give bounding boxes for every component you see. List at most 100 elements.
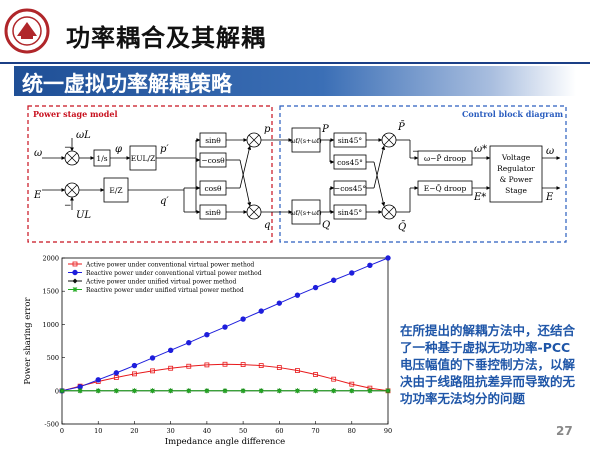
data-point	[385, 255, 391, 261]
block-eul-z: EUL/Z	[131, 154, 156, 163]
block-neg-cos45: −cos45°	[334, 184, 366, 193]
power-stage-box	[27, 105, 273, 243]
signal-q-prime: q′	[160, 196, 169, 207]
y-tick-label: 0	[55, 387, 59, 395]
x-tick-label: 60	[275, 427, 283, 435]
data-point	[385, 388, 391, 394]
data-point	[295, 368, 300, 373]
data-point	[222, 388, 228, 394]
signal-omega: ω	[34, 148, 42, 159]
power-stage-label: Power stage model	[33, 109, 118, 119]
data-point	[72, 287, 78, 292]
control-label: Control block diagram	[462, 109, 564, 119]
data-point	[222, 361, 228, 367]
y-tick-label: 1500	[42, 288, 59, 296]
data-point	[204, 388, 210, 394]
data-point	[131, 362, 138, 369]
data-point	[72, 278, 78, 284]
control-box	[279, 105, 567, 243]
signal-phi: φ	[115, 144, 122, 155]
data-point	[204, 331, 210, 338]
data-point	[113, 370, 120, 376]
signal-P: P	[321, 124, 329, 135]
data-point	[95, 377, 101, 383]
chart-xlabel: Impedance angle difference	[165, 437, 285, 447]
data-point	[313, 372, 318, 377]
x-tick-label: 20	[130, 427, 138, 435]
vr-line-3: & Power	[500, 175, 533, 184]
block-e-z: E/Z	[109, 186, 122, 195]
data-point	[276, 388, 282, 394]
data-point	[131, 388, 137, 394]
data-point	[312, 284, 319, 291]
data-point	[367, 262, 373, 269]
x-tick-label: 90	[384, 427, 392, 435]
vr-line-4: Stage	[505, 186, 527, 195]
signal-Qbar: Q̄	[398, 221, 406, 233]
legend-label: Reactive power under conventional virtua…	[86, 270, 262, 277]
x-tick-label: 70	[311, 427, 319, 435]
signal-omega-l: ωL	[76, 130, 91, 141]
y-tick-label: 500	[47, 354, 59, 362]
page-number: 27	[556, 424, 573, 438]
data-point	[294, 388, 300, 394]
data-point	[331, 376, 337, 382]
page-title: 功率耦合及其解耦	[66, 24, 266, 52]
data-point	[150, 368, 155, 374]
data-point	[186, 388, 192, 394]
data-point	[276, 300, 283, 306]
data-point	[59, 388, 65, 394]
x-tick-label: 0	[60, 427, 64, 435]
block-sin45-b: sin45°	[338, 208, 363, 217]
y-tick-label: -500	[44, 421, 59, 429]
chart-ylabel: Power sharing error	[23, 296, 33, 384]
data-point	[240, 362, 246, 367]
data-point	[204, 362, 210, 368]
block-sin-theta: sinθ	[205, 136, 221, 145]
data-point	[132, 371, 137, 377]
data-point	[168, 365, 174, 371]
data-point	[186, 339, 192, 346]
block-sin-theta-2: sinθ	[205, 208, 221, 217]
y-tick-label: 2000	[42, 255, 59, 263]
chart-plot-area	[61, 257, 389, 425]
data-point	[168, 388, 174, 394]
signal-omega-star: ω*	[474, 144, 487, 155]
data-point	[276, 365, 282, 370]
data-point	[95, 388, 101, 394]
y-tick-label: 1000	[42, 321, 59, 329]
x-tick-label: 30	[167, 427, 175, 435]
block-inv-s: 1/s	[96, 154, 107, 163]
data-point	[77, 388, 83, 394]
data-point	[240, 388, 246, 394]
data-point	[186, 363, 192, 369]
data-point	[313, 388, 319, 394]
data-point	[258, 308, 264, 314]
signal-E: E	[33, 190, 42, 201]
data-point	[331, 388, 337, 394]
vr-line-2: Regulator	[497, 164, 535, 173]
data-point	[72, 269, 78, 276]
signal-Pbar: P̄	[397, 121, 405, 133]
title-underline	[0, 62, 590, 64]
minus-droop: −	[412, 147, 420, 157]
data-point	[258, 388, 264, 394]
block-neg-cos-theta: −cosθ	[201, 156, 225, 165]
data-point	[222, 324, 228, 330]
data-point	[367, 388, 373, 394]
signal-E-star: E*	[473, 192, 486, 203]
x-tick-label: 50	[239, 427, 247, 435]
block-droop-omega: ω−P̄ droop	[424, 154, 466, 163]
minus-E: −	[64, 201, 72, 211]
x-tick-label: 80	[348, 427, 356, 435]
data-point	[113, 388, 119, 394]
legend-label: Reactive power under unified virtual pow…	[86, 287, 244, 294]
data-point	[349, 388, 355, 394]
signal-q: q	[264, 220, 270, 231]
block-cos-theta: cosθ	[204, 184, 222, 193]
data-point	[349, 270, 355, 276]
data-point	[294, 292, 301, 298]
signal-p-prime: p′	[160, 144, 169, 155]
x-tick-label: 40	[203, 427, 211, 435]
